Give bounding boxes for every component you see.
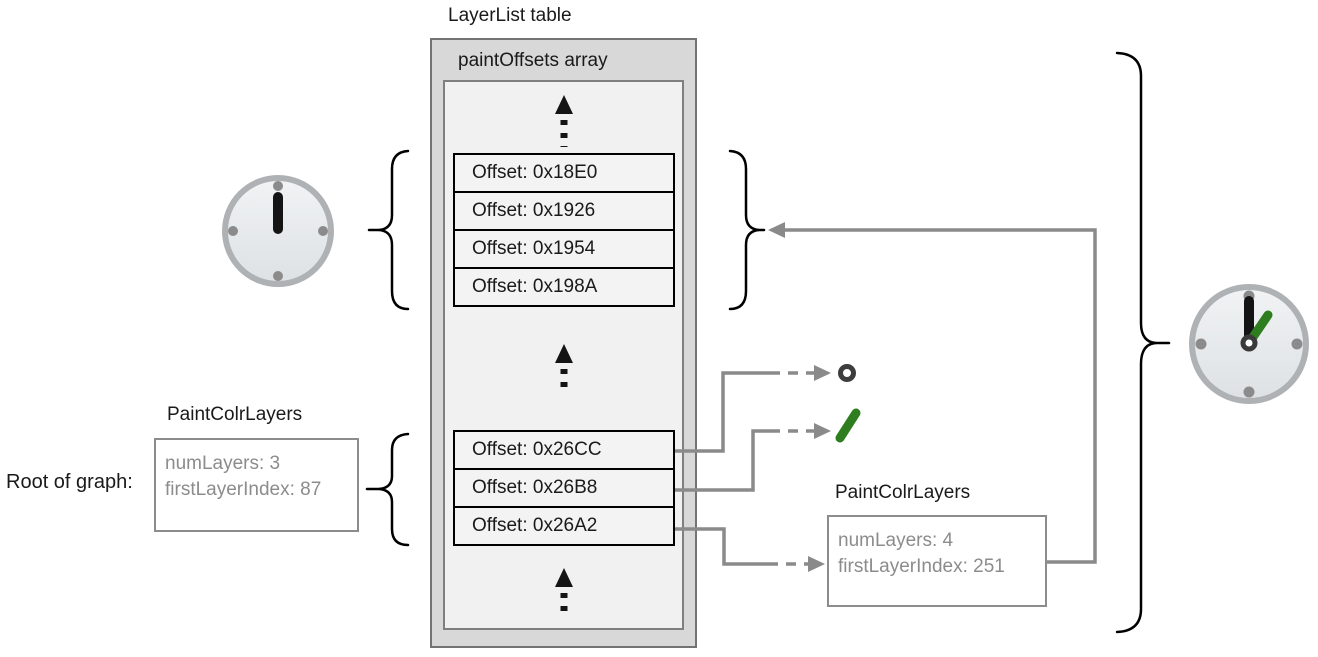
connector-record-to-group1 [768, 222, 1097, 564]
left-record-field: firstLayerIndex: 87 [165, 479, 322, 500]
left-paintcolrlayers-box: numLayers: 3 firstLayerIndex: 87 [154, 438, 359, 532]
offset-row: Offset: 0x18E0 [453, 153, 675, 193]
left-record-title: PaintColrLayers [167, 404, 303, 425]
right-record-field: firstLayerIndex: 251 [838, 556, 1005, 577]
right-paintcolrlayers-box: numLayers: 4 firstLayerIndex: 251 [827, 515, 1047, 607]
offset-row: Offset: 0x1954 [453, 229, 675, 269]
right-record-field: numLayers: 4 [838, 530, 954, 551]
green-slash-icon [835, 408, 861, 443]
paint-offsets-array-label: paintOffsets array [458, 50, 608, 71]
diagram-title: LayerList table [448, 5, 572, 26]
clock-twelve-icon [222, 175, 334, 287]
right-record-title: PaintColrLayers [835, 482, 971, 503]
connector-0x26B8-to-slash [675, 423, 831, 492]
offset-group-2: Offset: 0x26CC Offset: 0x26B8 Offset: 0x… [453, 430, 675, 546]
connector-0x26A2-to-record [675, 527, 825, 572]
offset-row: Offset: 0x1926 [453, 191, 675, 231]
offset-row: Offset: 0x26A2 [453, 506, 675, 546]
brace-right-large [1115, 51, 1171, 634]
brace-group1-left [367, 149, 410, 311]
brace-group2-left [365, 432, 410, 547]
clock-twelve-green-hand-icon [1189, 284, 1309, 404]
offset-row: Offset: 0x26CC [453, 430, 675, 470]
connector-0x26CC-to-ring [675, 365, 831, 453]
offset-group-1: Offset: 0x18E0 Offset: 0x1926 Offset: 0x… [453, 153, 675, 307]
brace-group1-right [728, 149, 766, 311]
offset-row: Offset: 0x198A [453, 267, 675, 307]
ring-icon [838, 364, 856, 382]
left-record-field: numLayers: 3 [165, 453, 281, 474]
root-of-graph-label: Root of graph: [6, 471, 133, 493]
offset-row: Offset: 0x26B8 [453, 468, 675, 508]
